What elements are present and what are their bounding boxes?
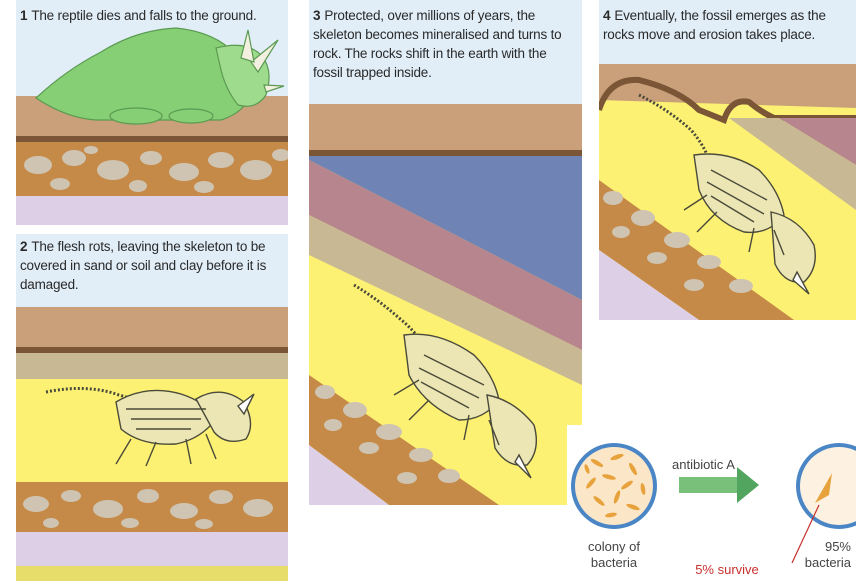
- colony-label: colony of bacteria: [569, 539, 659, 571]
- survive-label: 5% survive: [687, 562, 767, 578]
- stage-1-illustration: [16, 0, 288, 225]
- stage-1-caption: 1 The reptile dies and falls to the groun…: [20, 6, 286, 25]
- stage-2-text: The flesh rots, leaving the skeleton to …: [20, 239, 266, 292]
- arrow-label: antibiotic A: [672, 457, 762, 473]
- killed-text: bacteria: [785, 555, 851, 571]
- colony-label-line2: bacteria: [569, 555, 659, 571]
- colony-label-line1: colony of: [569, 539, 659, 555]
- stage-4-text: Eventually, the fossil emerges as the ro…: [603, 8, 826, 42]
- stage-3-number: 3: [313, 8, 320, 23]
- treated-dish: [796, 443, 856, 529]
- stage-1-panel: 1 The reptile dies and falls to the groun…: [16, 0, 288, 225]
- stage-1-number: 1: [20, 8, 27, 23]
- stage-4-number: 4: [603, 8, 610, 23]
- colony-dish: [571, 443, 657, 529]
- stage-3-text: Protected, over millions of years, the s…: [313, 8, 561, 80]
- stage-2-number: 2: [20, 239, 27, 254]
- killed-pct: 95%: [785, 539, 851, 555]
- stage-4-illustration: [599, 0, 856, 320]
- killed-label: 95% bacteria: [785, 539, 851, 571]
- stage-1-text: The reptile dies and falls to the ground…: [31, 8, 256, 23]
- antibiotic-inset: antibiotic A colony of bacteria 5% survi…: [567, 425, 856, 581]
